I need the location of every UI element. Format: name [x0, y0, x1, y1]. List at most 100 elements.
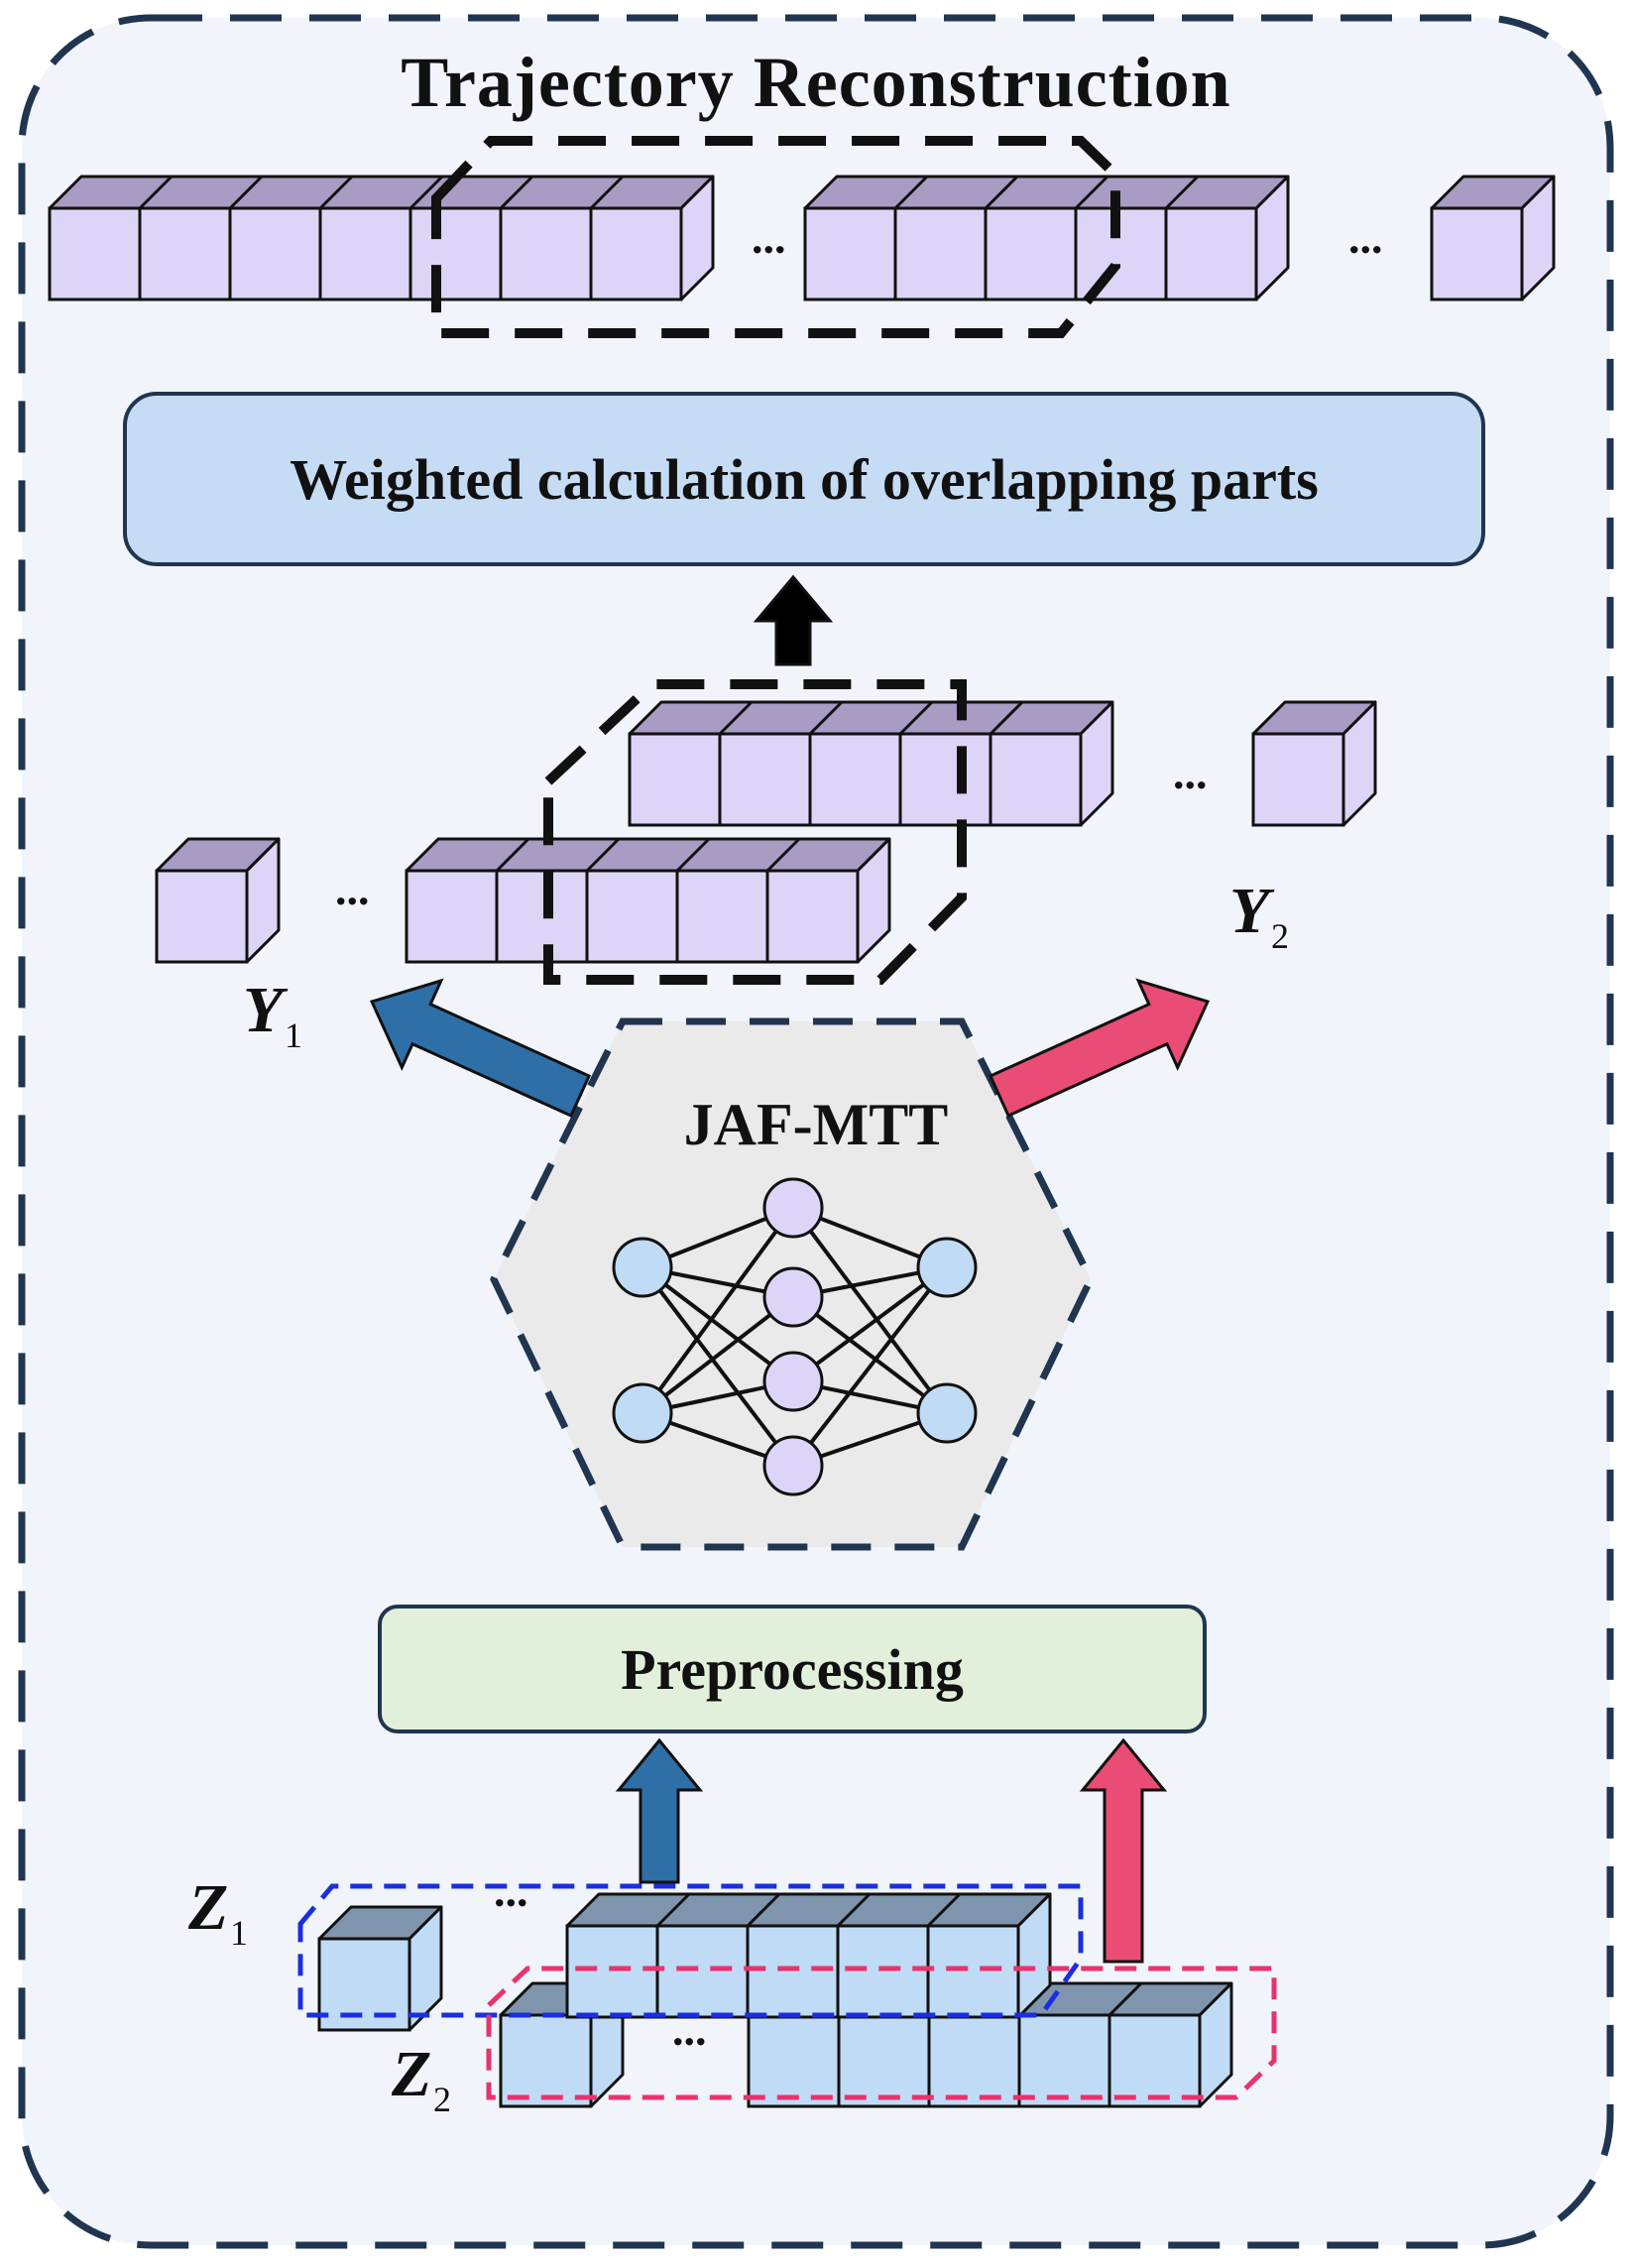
z1-first-cube [317, 1905, 443, 2032]
ellipsis-top-1: ... [752, 212, 786, 263]
z1-segment-top-edge [926, 1892, 962, 1928]
label-y1-symbol: Y [243, 974, 289, 1046]
y1-segment-top-edge [585, 837, 621, 873]
y2-segment-top-face [628, 700, 1114, 736]
y2-segment-cell [718, 732, 812, 827]
preprocessing-label: Preprocessing [621, 1636, 964, 1702]
y1-segment-cell [765, 869, 860, 964]
ellipsis-y1: ... [335, 864, 370, 914]
z1-segment-cell [655, 1924, 750, 2019]
reconstructed-last-cube [1430, 175, 1556, 301]
reconstructed-segment-a-cell [589, 206, 683, 301]
label-z1-symbol: Z [187, 1871, 228, 1944]
y2-segment-cell [898, 732, 992, 827]
preprocessing-box: Preprocessing [378, 1605, 1207, 1733]
ellipsis-z1: ... [494, 1865, 528, 1916]
y1-extra-cube-cell [155, 869, 249, 964]
reconstructed-segment-b [803, 175, 1290, 301]
reconstructed-segment-a-top-edge [318, 175, 354, 210]
reconstructed-segment-a-top-edge [228, 175, 264, 210]
reconstructed-segment-a-cell [408, 206, 503, 301]
label-z2-symbol: Z [391, 2038, 431, 2110]
output-node [916, 1237, 978, 1298]
y2-segment-cell [628, 732, 722, 827]
network-edge [791, 1265, 949, 1468]
y2-segment-top-edge [989, 700, 1024, 736]
reconstructed-segment-b-top-face [803, 175, 1290, 210]
z1-segment-top-edge [836, 1892, 872, 1928]
reconstructed-segment-b-cell [893, 206, 988, 301]
ellipsis-y2: ... [1173, 748, 1208, 798]
arrow-to-y2 [988, 978, 1211, 1119]
z1-segment-top-face [565, 1892, 1052, 1928]
y1-segment-cell [585, 869, 679, 964]
z1-segment-cell [746, 1924, 840, 2019]
y2-extra-cube-cell [1251, 732, 1345, 827]
network-edge [791, 1206, 949, 1415]
reconstructed-segment-b-cell [984, 206, 1078, 301]
diagram-title: Trajectory Reconstruction [401, 43, 1231, 122]
z1-segment-top-edge [655, 1892, 691, 1928]
input-node [612, 1382, 673, 1444]
arrow-to-y1 [369, 978, 592, 1119]
z1-segment-cell [565, 1924, 659, 2019]
reconstructed-segment-b-top-edge [893, 175, 929, 210]
reconstructed-segment-b-top-edge [1164, 175, 1200, 210]
hidden-node [762, 1266, 824, 1328]
network-edge [791, 1265, 949, 1383]
z2-dashed-outline [486, 1966, 1277, 2100]
reconstructed-trajectory-layer: ...... [48, 136, 1556, 338]
y2-segment [628, 700, 1114, 827]
z1-segment-top-edge [746, 1892, 781, 1928]
reconstructed-segment-a-top-edge [499, 175, 534, 210]
z2-segment-cell [1017, 2013, 1111, 2108]
z2-segment-cell [1107, 2013, 1202, 2108]
reconstructed-segment-b-cell [1074, 206, 1168, 301]
reconstructed-segment-a-top-edge [589, 175, 625, 210]
reconstructed-segment-a-cell [499, 206, 593, 301]
network-edge [791, 1295, 949, 1415]
ellipsis-top-2: ... [1348, 212, 1383, 263]
arrow-to-weighted-calculation [753, 574, 834, 666]
y2-segment-top-edge [898, 700, 934, 736]
label-y2-symbol: Y [1229, 875, 1275, 947]
arrow-z2-to-preprocessing [1079, 1737, 1168, 1964]
input-node [612, 1237, 673, 1298]
arrows-layer [369, 574, 1211, 1964]
z1-segment-cell [926, 1924, 1020, 2019]
model-label: JAF-MTT [683, 1092, 949, 1157]
y2-segment-top-edge [808, 700, 844, 736]
z1-dashed-outline [297, 1883, 1084, 2018]
y1-segment-top-edge [765, 837, 801, 873]
label-z2-subscript: 2 [433, 2080, 451, 2119]
hidden-node [762, 1351, 824, 1412]
y1-segment-top-face [405, 837, 891, 873]
z2-first-cube-cell [499, 2013, 593, 2108]
label-y2-subscript: 2 [1271, 916, 1289, 956]
hidden-node [762, 1177, 824, 1239]
y2-segment-cell [989, 732, 1083, 827]
network-edge [641, 1295, 795, 1415]
label-y1-subscript: 1 [285, 1015, 302, 1055]
y1-segment-cell [495, 869, 589, 964]
reconstructed-segment-b-cell [1164, 206, 1258, 301]
y2-segment-top-edge [718, 700, 754, 736]
y1-segment-cell [675, 869, 769, 964]
reconstructed-segment-b-top-edge [1074, 175, 1109, 210]
z1-segment-cell [836, 1924, 930, 2019]
reconstructed-segment-a-cell [228, 206, 322, 301]
reconstructed-segment-b-top-edge [984, 175, 1019, 210]
hidden-node [762, 1435, 824, 1496]
z2-segment-top-edge [1107, 1981, 1143, 2017]
reconstructed-segment-a-top-edge [408, 175, 444, 210]
y1-segment-top-edge [495, 837, 530, 873]
reconstructed-segment-a-cell [48, 206, 142, 301]
z2-segment-cell [927, 2013, 1021, 2108]
